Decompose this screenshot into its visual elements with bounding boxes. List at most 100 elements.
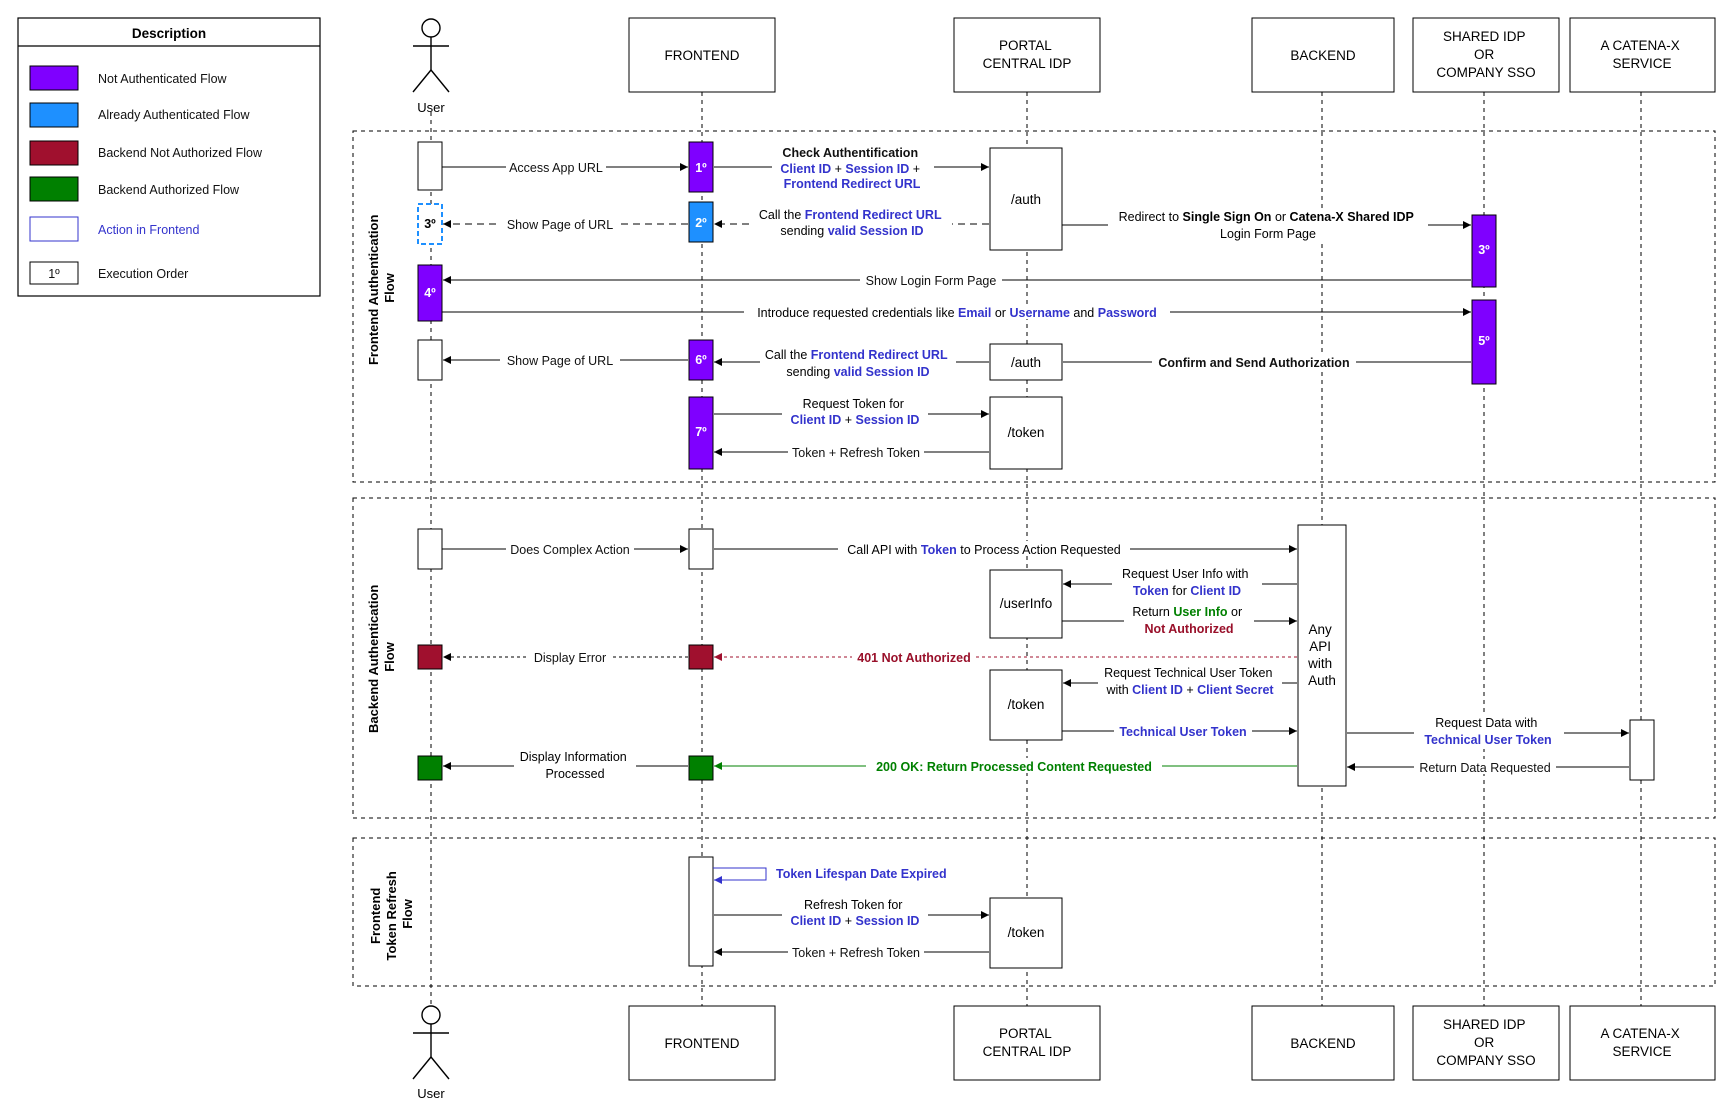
token-endpoint-1 (989, 396, 1063, 470)
msg-refresh-return-bg (788, 944, 924, 959)
msg-request-userinfo: Request User Info with Token for Client … (1122, 567, 1252, 598)
frontend-activation-complex (688, 528, 714, 570)
msg-token-return-bg (788, 444, 924, 459)
catenax-label-top: A CATENA-X SERVICE (1600, 38, 1683, 71)
shared-idp-actor-top (1412, 17, 1560, 93)
msg-request-token-bg (782, 396, 928, 430)
backend-auth-frame (352, 497, 1716, 819)
legend-label-action-in-frontend: Action in Frontend (98, 223, 199, 237)
msg-display-info-bg (514, 748, 636, 782)
user-success-box (417, 755, 443, 781)
step-5-label: 5º (1478, 334, 1490, 348)
msg-401-bg (852, 649, 976, 664)
step-4-label: 4º (424, 286, 436, 300)
frontend-label-bottom: FRONTEND (665, 1036, 740, 1051)
msg-tech-token-bg (1114, 723, 1252, 738)
token-endpoint-3 (989, 897, 1063, 969)
msg-request-userinfo-bg (1112, 566, 1262, 600)
msg-token-expired: Token Lifespan Date Expired (776, 867, 947, 881)
step-3-user-action (417, 203, 443, 245)
catenax-label-bottom: A CATENA-X SERVICE (1600, 1026, 1683, 1059)
msg-confirm-bg (1152, 354, 1356, 369)
msg-call-redirect-bg (752, 207, 952, 241)
step-7-frontend (688, 396, 714, 470)
legend-label-already-authenticated: Already Authenticated Flow (98, 108, 250, 122)
backend-label-top: BACKEND (1290, 48, 1356, 63)
portal-actor-bottom (953, 1005, 1101, 1081)
msg-tech-token: Technical User Token (1119, 725, 1246, 739)
self-call-token-expired-arrow (713, 867, 767, 884)
auth-endpoint-1-label: /auth (1011, 192, 1041, 207)
shared-idp-actor-bottom (1412, 1005, 1560, 1081)
msg-request-tech-token-bg (1098, 665, 1282, 699)
step-2-frontend (688, 201, 714, 243)
step-6-label: 6º (695, 353, 707, 367)
msg-call-redirect-6: Call the Frontend Redirect URL sending v… (765, 348, 951, 379)
shared-idp-label-top: SHARED IDP OR COMPANY SSO (1436, 29, 1535, 80)
step-3-shared-idp (1471, 214, 1497, 288)
user-icon (421, 1005, 441, 1025)
msg-401: 401 Not Authorized (857, 651, 970, 665)
msg-call-api-bg (838, 541, 1130, 556)
msg-redirect-sso-bg (1108, 208, 1428, 242)
step-5-shared-idp (1471, 299, 1497, 385)
portal-label-bottom: PORTAL CENTRAL IDP (983, 1026, 1072, 1059)
msg-call-api: Call API with Token to Process Action Re… (847, 543, 1121, 557)
any-api-activation (1297, 524, 1347, 787)
legend-swatch-execution-order (29, 261, 79, 285)
catenax-actor-bottom (1569, 1005, 1716, 1081)
frontend-label-top: FRONTEND (665, 48, 740, 63)
msg-access-app: Access App URL (509, 161, 603, 175)
legend-swatch-already-authenticated (29, 102, 79, 128)
legend-title: Description (132, 26, 206, 41)
legend-swatch-backend-authorized (29, 176, 79, 202)
step-6-frontend (688, 339, 714, 381)
msg-show-login: Show Login Form Page (866, 274, 997, 288)
step-7-label: 7º (695, 425, 707, 439)
frontend-success-box (688, 755, 714, 781)
token-endpoint-2-label: /token (1008, 697, 1045, 712)
msg-call-redirect: Call the Frontend Redirect URL sending v… (759, 208, 945, 238)
msg-display-error: Display Error (534, 651, 606, 665)
step-3-user-label: 3º (424, 217, 436, 231)
catenax-activation (1629, 719, 1655, 781)
msg-200: 200 OK: Return Processed Content Request… (876, 760, 1152, 774)
msg-show-login-bg (860, 272, 1002, 287)
msg-refresh-token: Refresh Token for Client ID + Session ID (791, 898, 920, 928)
msg-check-auth-bg (772, 146, 934, 192)
frontend-actor-top (628, 17, 776, 93)
userinfo-endpoint (989, 569, 1063, 639)
msg-show-page-6: Show Page of URL (507, 354, 613, 368)
user-actor-top (412, 18, 450, 93)
step-2-label: 2º (695, 216, 707, 230)
auth-endpoint-2-label: /auth (1011, 355, 1041, 370)
msg-credentials-bg (744, 304, 1170, 319)
msg-request-token: Request Token for Client ID + Session ID (791, 397, 920, 427)
step-1-label: 1º (695, 161, 707, 175)
legend-label-backend-authorized: Backend Authorized Flow (98, 183, 240, 197)
msg-request-data-bg (1414, 715, 1564, 749)
legend-sample-execution-order: 1º (48, 267, 60, 281)
token-endpoint-1-label: /token (1008, 425, 1045, 440)
auth-endpoint-2 (989, 343, 1063, 381)
msg-confirm: Confirm and Send Authorization (1158, 356, 1349, 370)
user-label-top: User (417, 100, 445, 115)
step-1-frontend (688, 141, 714, 193)
user-actor-bottom (412, 1005, 450, 1080)
msg-refresh-return: Token + Refresh Token (792, 946, 920, 960)
msg-show-page-2-bg (500, 216, 620, 231)
backend-auth-group-label: Backend Authentication Flow (366, 581, 397, 733)
token-refresh-group-label: Frontend Token Refresh Flow (368, 868, 415, 961)
catenax-actor-top (1569, 17, 1716, 93)
legend-label-backend-not-authorized: Backend Not Authorized Flow (98, 146, 263, 160)
msg-refresh-token-bg (782, 897, 928, 931)
any-api-label: Any API with Auth (1307, 622, 1336, 688)
user-activation-6 (417, 339, 443, 381)
user-activation-complex (417, 528, 443, 570)
legend-label-execution-order: Execution Order (98, 267, 188, 281)
msg-redirect-sso: Redirect to Single Sign On or Catena-X S… (1119, 210, 1418, 241)
msg-token-return: Token + Refresh Token (792, 446, 920, 460)
legend-label-not-authenticated: Not Authenticated Flow (98, 72, 228, 86)
backend-actor-bottom (1251, 1005, 1395, 1081)
